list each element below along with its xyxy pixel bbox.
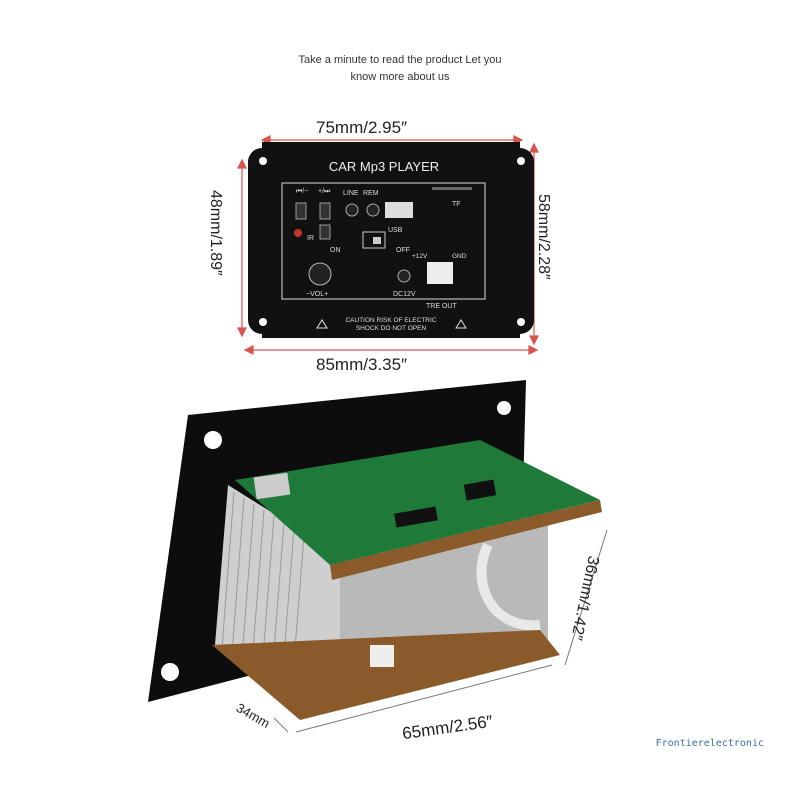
intro-line-2: know more about us bbox=[350, 71, 450, 83]
mode-button[interactable] bbox=[319, 224, 331, 240]
panel-flange bbox=[248, 148, 534, 334]
dim-top-width: 75mm/2.95″ bbox=[316, 118, 408, 137]
dim-bottom-width: 85mm/3.35″ bbox=[316, 355, 408, 374]
label-off: OFF bbox=[396, 247, 410, 254]
plate-hole bbox=[161, 663, 179, 681]
mounting-holes bbox=[259, 157, 525, 326]
panel-title: CAR Mp3 PLAYER bbox=[329, 159, 439, 174]
top-pcb bbox=[235, 440, 600, 565]
ir-sensor-icon bbox=[294, 229, 302, 237]
plate-hole bbox=[497, 401, 511, 415]
label-rem: REM bbox=[363, 190, 379, 197]
label-usb: USB bbox=[388, 227, 403, 234]
caution-line-1: CAUTION RISK OF ELECTRIC bbox=[345, 317, 436, 324]
tf-slot[interactable] bbox=[432, 187, 472, 190]
label-prev: ⏮/− bbox=[296, 188, 308, 195]
usb-port[interactable] bbox=[385, 202, 413, 218]
label-dc12v: DC12V bbox=[393, 291, 416, 298]
prev-button[interactable] bbox=[295, 202, 307, 220]
bottom-pcb bbox=[212, 630, 560, 720]
tre-out-connector[interactable] bbox=[427, 262, 453, 284]
label-plus12v: +12V bbox=[412, 253, 428, 260]
side-dimension-lines bbox=[273, 529, 608, 733]
rem-jack[interactable] bbox=[366, 203, 380, 217]
volume-knob[interactable] bbox=[308, 262, 332, 286]
dc-jack[interactable] bbox=[397, 269, 411, 283]
caution-line-2: SHOCK DO NOT OPEN bbox=[356, 325, 427, 332]
label-line: LINE bbox=[343, 190, 359, 197]
dim-left-height: 48mm/1.89″ bbox=[207, 190, 224, 276]
power-switch-knob bbox=[373, 237, 381, 244]
label-ir: IR bbox=[307, 235, 314, 242]
label-tf: TF bbox=[452, 201, 461, 208]
label-tre-out: TRE OUT bbox=[426, 303, 457, 310]
label-on: ON bbox=[330, 247, 341, 254]
ribbon-cable bbox=[476, 542, 541, 631]
label-gnd: GND bbox=[452, 253, 467, 260]
intro-line-1: Take a minute to read the product Let yo… bbox=[298, 54, 502, 66]
panel-inner-frame bbox=[281, 182, 486, 300]
bottom-connector bbox=[370, 645, 394, 667]
top-pcb-edge bbox=[330, 500, 602, 580]
module-side-view bbox=[148, 380, 608, 733]
next-button[interactable] bbox=[319, 202, 331, 220]
front-panel-diagram: CAR Mp3 PLAYER ⏮/− +/⏭ IR LINE REM USB T… bbox=[237, 135, 539, 355]
line-jack[interactable] bbox=[345, 203, 359, 217]
label-vol: −VOL+ bbox=[306, 291, 328, 298]
dim-right-height: 58mm/2.28″ bbox=[535, 194, 552, 280]
caution-warning: CAUTION RISK OF ELECTRIC SHOCK DO NOT OP… bbox=[316, 317, 467, 332]
intro-text: Take a minute to read the product Let yo… bbox=[0, 52, 800, 86]
label-next: +/⏭ bbox=[318, 188, 331, 195]
sd-slot bbox=[253, 472, 291, 500]
chip bbox=[394, 506, 438, 528]
chip bbox=[463, 479, 497, 501]
watermark: Frontierelectronic bbox=[655, 738, 764, 749]
plate-hole bbox=[204, 431, 222, 449]
